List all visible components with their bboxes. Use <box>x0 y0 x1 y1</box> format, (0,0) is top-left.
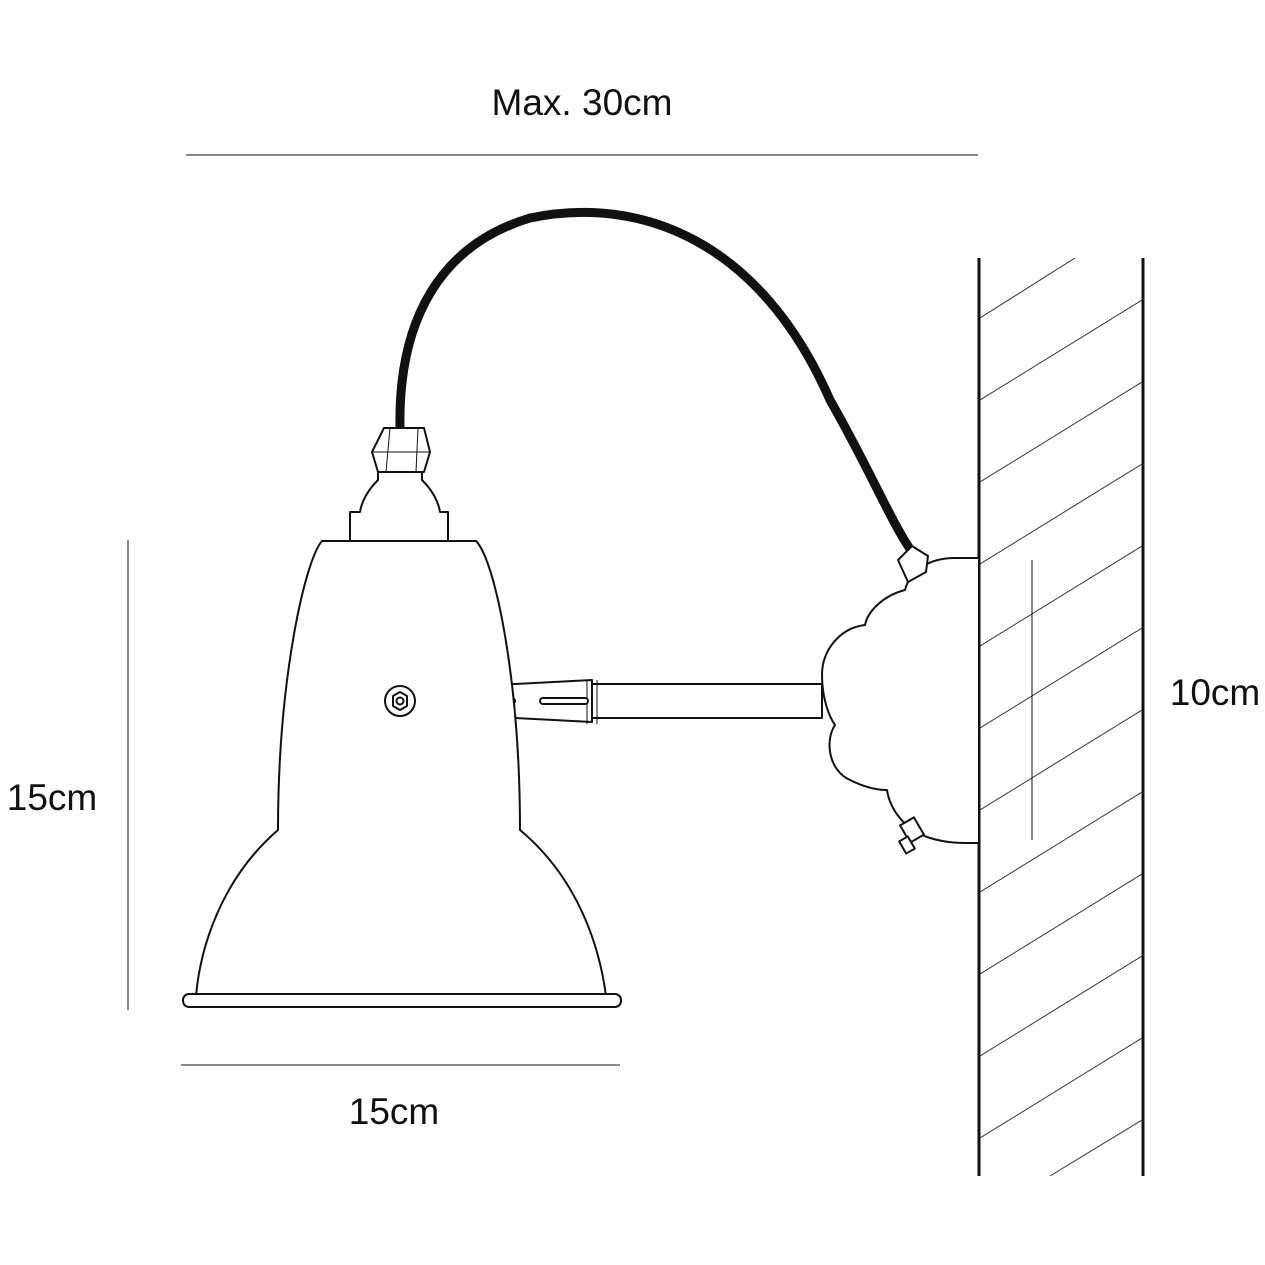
shade-height-label: 15cm <box>7 777 97 818</box>
arm-tube <box>591 683 823 719</box>
shade-rim <box>182 993 622 1008</box>
wall-mounting-plate <box>821 545 980 855</box>
dimension-max-width: Max. 30cm <box>186 82 978 156</box>
cable <box>395 207 917 557</box>
cable-gland <box>897 545 929 583</box>
switch <box>898 816 925 855</box>
lamp-shade <box>182 540 622 1008</box>
shade-width-label: 15cm <box>349 1091 439 1132</box>
wall-hatching <box>980 258 1142 1176</box>
dimension-shade-height: 15cm <box>7 540 129 1010</box>
wall-plate-height-label: 10cm <box>1170 672 1260 713</box>
wall <box>977 258 1145 1176</box>
pivot-bolt <box>384 685 416 717</box>
holder-cap <box>371 427 431 473</box>
dimension-shade-width: 15cm <box>181 1064 620 1132</box>
lamp-holder <box>349 427 449 542</box>
arm-slot-2 <box>539 697 589 705</box>
max-width-label: Max. 30cm <box>492 82 673 123</box>
